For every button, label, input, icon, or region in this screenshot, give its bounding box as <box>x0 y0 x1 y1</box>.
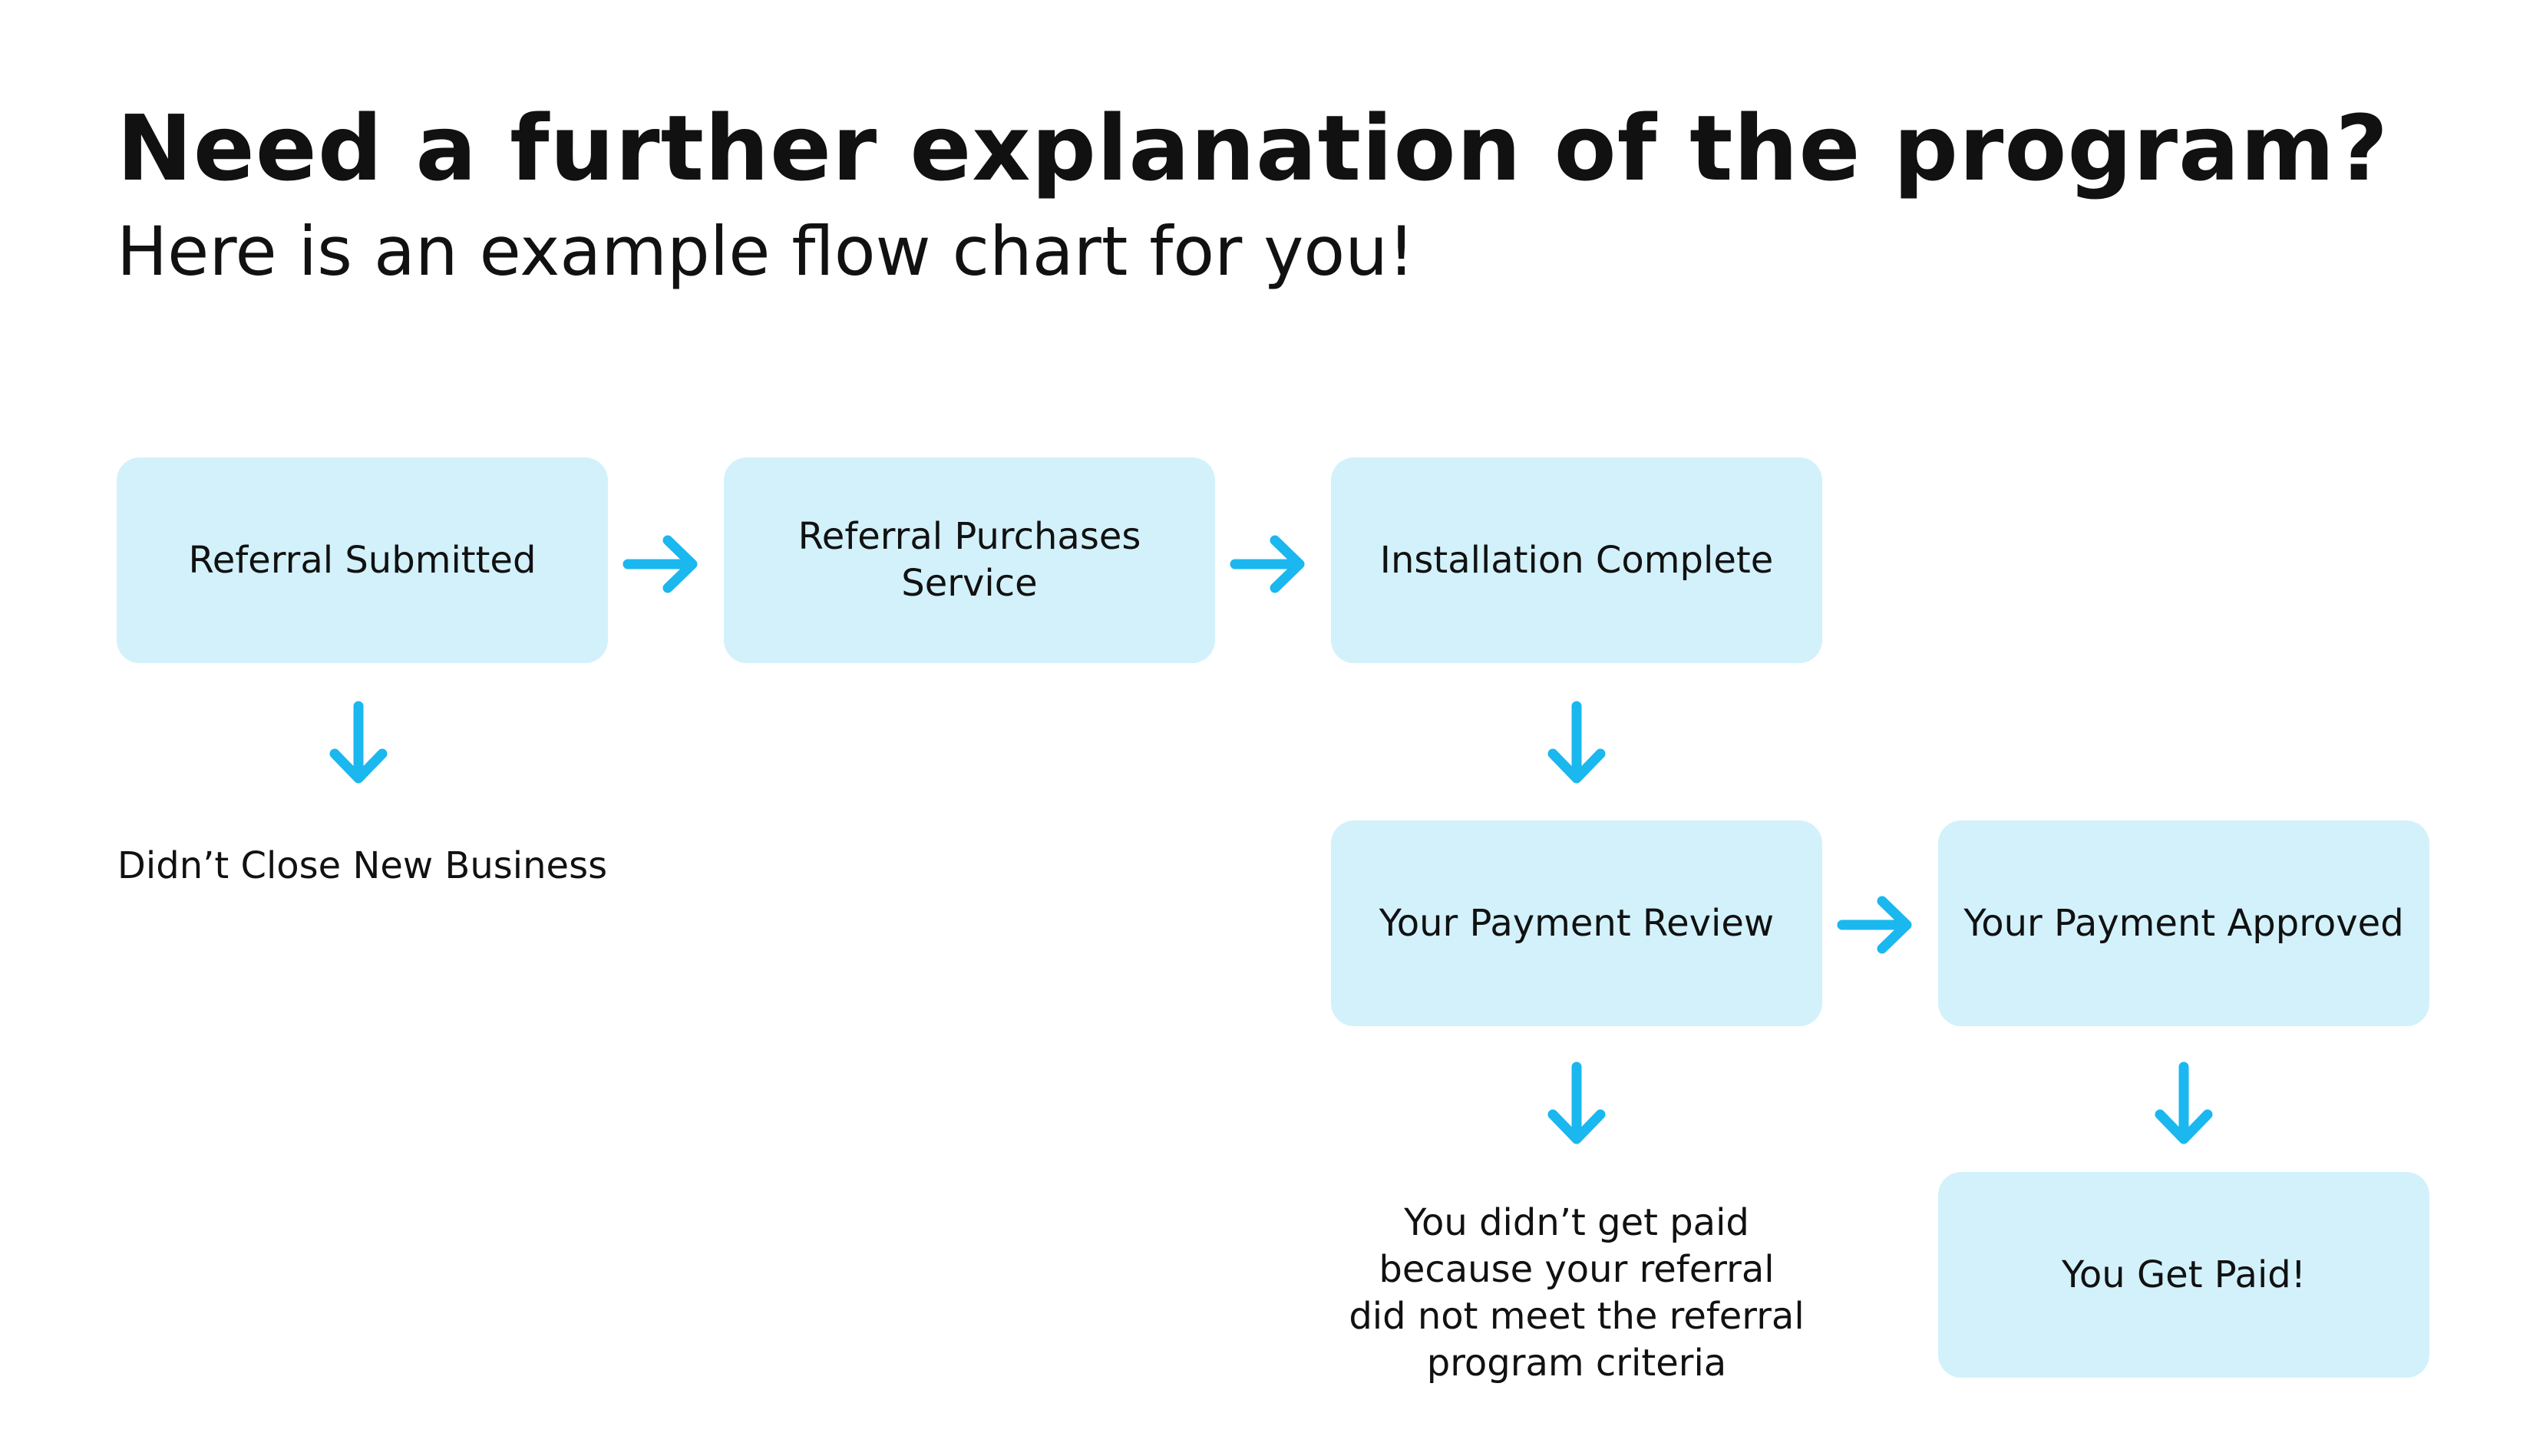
node-your-payment-approved: Your Payment Approved <box>1938 820 2429 1026</box>
arrow-down-icon <box>2155 1061 2213 1144</box>
arrow-down-icon <box>1547 1061 1606 1144</box>
node-label: Your Payment Approved <box>1963 901 2404 945</box>
arrow-right-icon <box>1230 535 1305 593</box>
node-you-get-paid: You Get Paid! <box>1938 1172 2429 1378</box>
arrow-down-icon <box>1547 701 1606 784</box>
node-label: Referral Purchases Service <box>783 513 1157 607</box>
page-subtitle: Here is an example flow chart for you! <box>117 212 1415 291</box>
note-line: did not meet the referral <box>1349 1295 1805 1338</box>
node-label: Referral Submitted <box>188 538 537 582</box>
note-line: because your referral <box>1379 1248 1775 1291</box>
node-referral-purchases-service: Referral Purchases Service <box>724 457 1215 663</box>
node-label: You Get Paid! <box>2061 1253 2307 1296</box>
node-label: Installation Complete <box>1379 538 1774 582</box>
node-referral-submitted: Referral Submitted <box>117 457 608 663</box>
node-your-payment-review: Your Payment Review <box>1331 820 1822 1026</box>
arrow-right-icon <box>623 535 698 593</box>
arrow-right-icon <box>1837 896 1912 954</box>
node-label-line: Service <box>901 562 1038 605</box>
note-line: program criteria <box>1426 1342 1727 1385</box>
node-label-line: Referral Purchases <box>798 515 1141 558</box>
node-installation-complete: Installation Complete <box>1331 457 1822 663</box>
note-line: You didn’t get paid <box>1404 1201 1749 1244</box>
page-title: Need a further explanation of the progra… <box>117 95 2389 201</box>
node-label: Your Payment Review <box>1379 901 1775 945</box>
note-didnt-close-new-business: Didn’t Close New Business <box>117 844 608 887</box>
note-not-paid: You didn’t get paid because your referra… <box>1293 1200 1861 1387</box>
arrow-down-icon <box>329 701 388 784</box>
